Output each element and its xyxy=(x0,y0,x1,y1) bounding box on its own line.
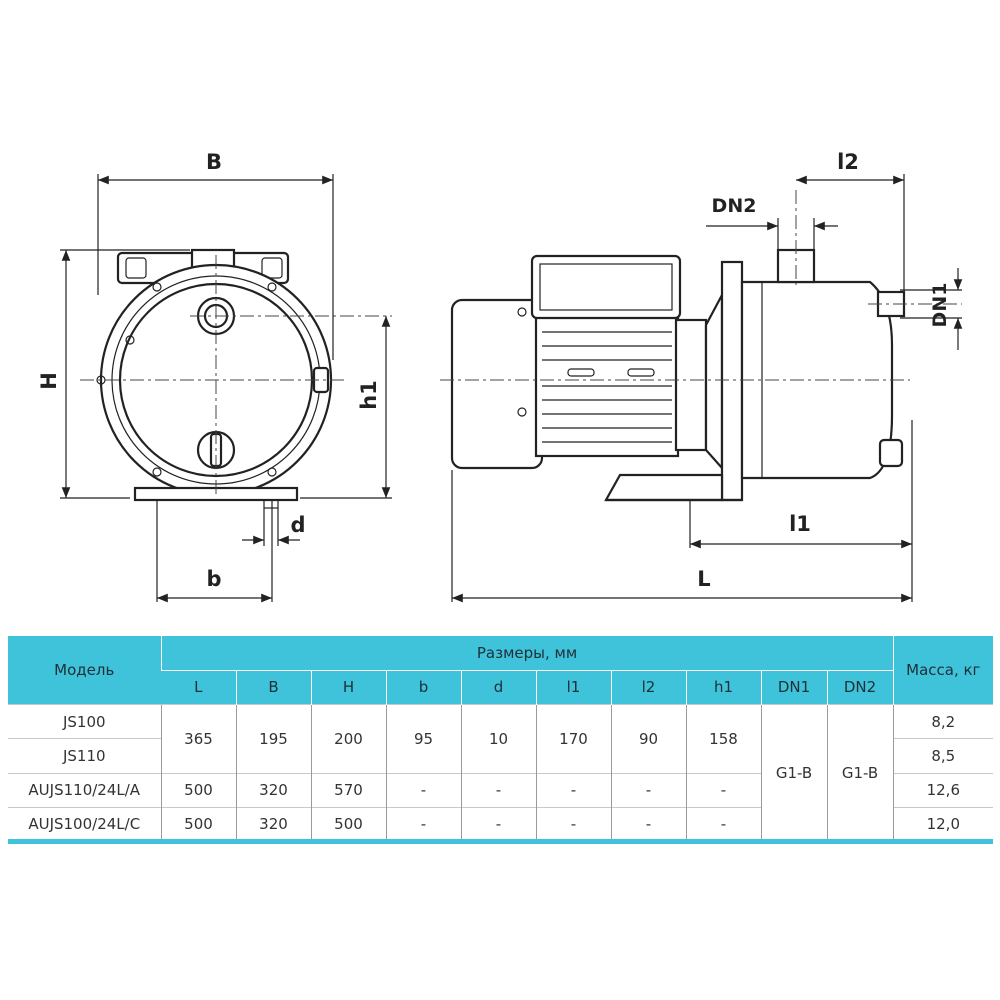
col-header: l1 xyxy=(535,669,611,705)
label-DN1: DN1 xyxy=(929,283,951,328)
side-view xyxy=(440,174,963,603)
value-cell: - xyxy=(535,806,611,841)
front-view xyxy=(60,174,392,603)
value-cell: - xyxy=(460,806,536,841)
value-cell: 170 xyxy=(535,704,611,773)
table-row: AUJS100/24L/C 500 320 500 - - - - - 12,0 xyxy=(8,806,994,841)
value-cell: - xyxy=(385,772,461,808)
value-cell: 500 xyxy=(160,806,236,841)
col-header: DN1 xyxy=(760,669,827,705)
col-header: L xyxy=(161,669,236,705)
label-l1: l1 xyxy=(789,512,811,536)
dimensions-header: Размеры, мм xyxy=(160,636,894,671)
cooling-fins xyxy=(542,331,672,443)
model-cell: AUJS110/24L/A xyxy=(8,772,161,808)
spec-table: Модель Размеры, мм Масса, кг L B H b d l… xyxy=(8,636,994,841)
value-cell: - xyxy=(685,806,761,841)
value-cell: - xyxy=(610,806,686,841)
dn2-cell: G1-B xyxy=(826,704,894,841)
col-header: H xyxy=(310,669,386,705)
label-L: L xyxy=(697,567,710,591)
label-b: b xyxy=(206,567,221,591)
table-row: JS100 365 195 200 95 10 170 90 158 G1-B … xyxy=(8,703,994,841)
mass-header: Масса, кг xyxy=(892,636,994,705)
label-DN2: DN2 xyxy=(712,195,757,217)
value-cell: 90 xyxy=(610,704,686,773)
label-d: d xyxy=(290,513,305,537)
table-bottom-bar xyxy=(8,839,993,844)
value-cell: 500 xyxy=(310,806,386,841)
label-l2: l2 xyxy=(837,150,859,174)
mass-cell: 8,5 xyxy=(892,738,994,773)
pump-drawing: B H h1 d b DN2 l2 DN1 l1 L xyxy=(37,150,963,603)
col-header: DN2 xyxy=(826,669,894,705)
value-cell: - xyxy=(610,772,686,808)
value-cell: 320 xyxy=(235,772,311,808)
mass-cell: 12,0 xyxy=(892,806,994,841)
value-cell: - xyxy=(385,806,461,841)
value-cell: 500 xyxy=(160,772,236,808)
value-cell: 200 xyxy=(310,704,386,773)
mass-cell: 12,6 xyxy=(892,772,994,808)
model-cell: AUJS100/24L/C xyxy=(8,806,161,841)
value-cell: 320 xyxy=(235,806,311,841)
label-B: B xyxy=(206,150,222,174)
value-cell: 95 xyxy=(385,704,461,773)
value-cell: - xyxy=(460,772,536,808)
label-H: H xyxy=(37,372,61,390)
value-cell: 365 xyxy=(160,704,236,773)
table-row: JS110 8,5 xyxy=(8,738,994,773)
col-header: d xyxy=(460,669,536,705)
model-cell: JS110 xyxy=(8,738,161,773)
mass-cell: 8,2 xyxy=(892,703,994,739)
dn1-cell: G1-B xyxy=(760,704,827,841)
col-header: b xyxy=(385,669,461,705)
col-header: h1 xyxy=(685,669,761,705)
col-header: B xyxy=(235,669,311,705)
table-subheader-row: L B H b d l1 l2 h1 DN1 DN2 xyxy=(8,669,993,705)
value-cell: 158 xyxy=(685,704,761,773)
model-header: Модель xyxy=(8,636,161,705)
value-cell: 10 xyxy=(460,704,536,773)
value-cell: 570 xyxy=(310,772,386,808)
value-cell: 195 xyxy=(235,704,311,773)
value-cell: - xyxy=(685,772,761,808)
table-header-row: Модель Размеры, мм Масса, кг xyxy=(8,636,994,705)
value-cell: - xyxy=(535,772,611,808)
model-cell: JS100 xyxy=(8,703,161,739)
col-header: l2 xyxy=(610,669,686,705)
label-h1: h1 xyxy=(357,380,381,410)
table-row: AUJS110/24L/A 500 320 570 - - - - - 12,6 xyxy=(8,772,994,808)
